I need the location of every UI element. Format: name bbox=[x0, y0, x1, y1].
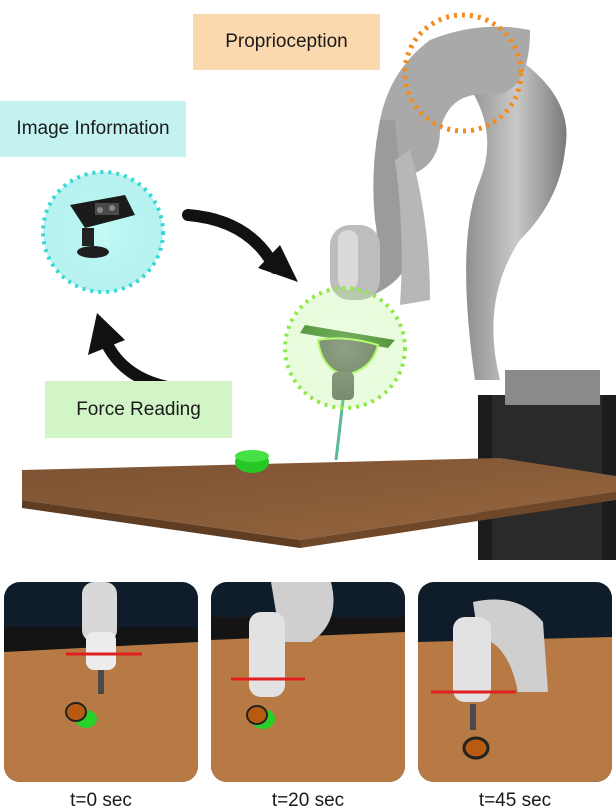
frame-caption-t45: t=45 sec bbox=[478, 790, 552, 811]
proprioception-circle bbox=[402, 12, 524, 134]
arrow-force-to-image bbox=[88, 313, 194, 396]
camera-icon bbox=[70, 195, 135, 258]
arrow-image-to-robot bbox=[182, 209, 298, 282]
frame-t45 bbox=[418, 582, 612, 782]
frame-caption-t20: t=20 sec bbox=[271, 790, 345, 811]
image-information-label: Image Information bbox=[0, 101, 186, 157]
image-information-circle bbox=[41, 170, 165, 294]
proprioception-label: Proprioception bbox=[193, 14, 380, 70]
frame-t20 bbox=[211, 582, 405, 782]
table bbox=[22, 458, 616, 548]
frame-caption-t0: t=0 sec bbox=[70, 790, 132, 811]
force-sensor-circle bbox=[283, 286, 407, 410]
force-reading-label: Force Reading bbox=[45, 381, 232, 438]
frame-t0 bbox=[4, 582, 198, 782]
robot-arm bbox=[330, 26, 567, 380]
robot-scene bbox=[22, 12, 616, 560]
